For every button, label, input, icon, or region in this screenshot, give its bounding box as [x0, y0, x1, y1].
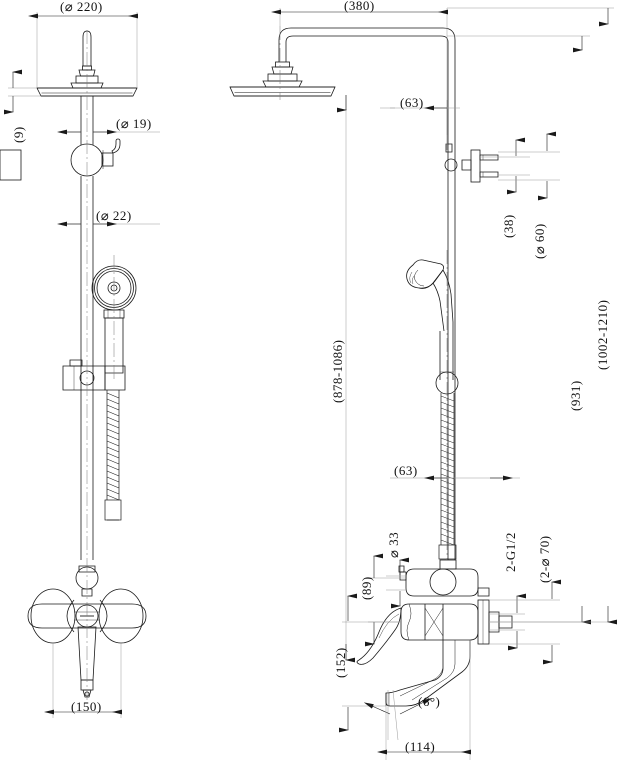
dim-label-38: (38) — [501, 214, 516, 238]
dim-label-220: (⌀ 220) — [60, 0, 103, 14]
side-mixer-connector — [398, 559, 490, 597]
dim-label-9: (9) — [11, 126, 26, 143]
dim-label-89: (89) — [359, 576, 374, 600]
side-rain-head — [229, 61, 336, 97]
front-diverter-valve — [70, 138, 121, 215]
dim-label-33: ⌀ 33 — [386, 531, 401, 558]
dim-label-152: (152) — [333, 647, 348, 678]
centre-lines — [86, 26, 448, 700]
side-mixer-body — [356, 599, 513, 707]
dim-label-380: (380) — [344, 0, 375, 13]
object-lines — [0, 27, 513, 707]
dim-label-60: (⌀ 60) — [532, 223, 547, 259]
front-riser-lower — [80, 215, 94, 370]
front-holder-bracket — [62, 359, 126, 391]
dim-label-6deg: (6°) — [418, 694, 441, 709]
side-hose — [438, 393, 457, 560]
side-hand-shower — [406, 259, 459, 395]
dim-label-22: (⌀ 22) — [96, 208, 132, 223]
dim-label-1002-1210: (1002-1210) — [595, 299, 610, 371]
side-riser — [447, 150, 456, 560]
dim-label-878-1086: (878-1086) — [330, 339, 345, 404]
dim-label-63-top: (63) — [400, 95, 424, 110]
dim-label-63-lower: (63) — [394, 463, 418, 478]
side-wall-bracket — [0, 143, 499, 183]
dim-label-114: (114) — [405, 739, 436, 754]
dim-label-931: (931) — [568, 380, 583, 411]
dim-label-2-70: (2-⌀ 70) — [537, 535, 552, 583]
dim-label-150: (150) — [71, 699, 102, 714]
front-hose — [104, 390, 122, 521]
dim-label-19: (⌀ 19) — [116, 116, 152, 131]
dimension-lines — [4, 7, 617, 760]
side-shower-arm — [278, 27, 456, 150]
dim-label-2-G12: 2-G1/2 — [503, 532, 518, 572]
